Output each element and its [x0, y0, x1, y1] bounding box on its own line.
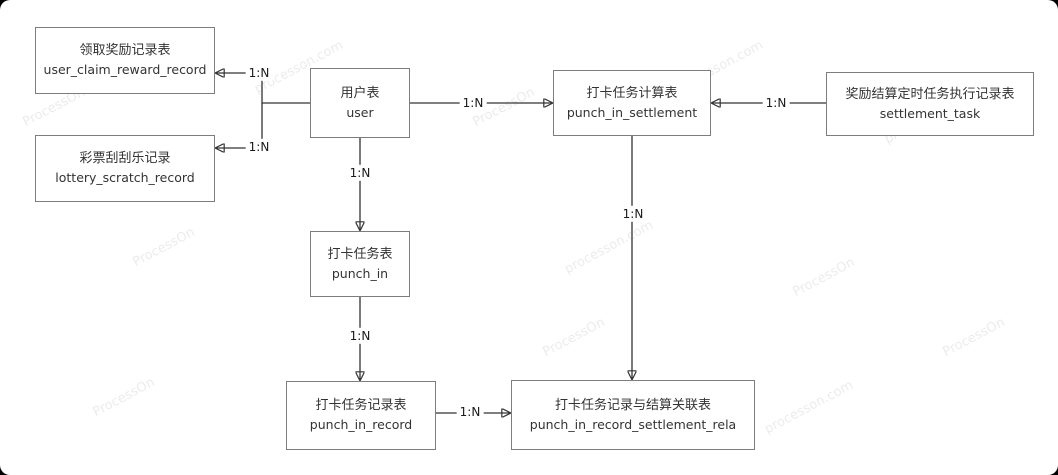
entity-title-cn: 打卡任务记录表	[315, 398, 407, 414]
watermark-text: processon.com	[762, 377, 856, 438]
cardinality-label: 1:N	[245, 64, 273, 82]
entity-title-cn: 打卡任务记录与结算关联表	[554, 397, 711, 413]
entity-title-cn: 打卡任务计算表	[586, 85, 678, 101]
entity-title-en: user	[346, 104, 374, 120]
entity-punch-in-settlement[interactable]: 打卡任务计算表 punch_in_settlement	[553, 70, 711, 136]
entity-title-en: punch_in_record_settlement_rela	[529, 416, 737, 432]
entity-settlement-task[interactable]: 奖励结算定时任务执行记录表 settlement_task	[826, 72, 1034, 136]
entity-title-cn: 打卡任务表	[327, 246, 393, 262]
watermark-text: ProcessOn	[540, 314, 608, 361]
entity-title-cn: 领取奖励记录表	[79, 43, 171, 59]
entity-title-cn: 用户表	[340, 85, 380, 101]
entity-punch-in-record-settlement-rela[interactable]: 打卡任务记录与结算关联表 punch_in_record_settlement_…	[511, 380, 755, 450]
cardinality-label: 1:N	[456, 403, 484, 421]
cardinality-label: 1:N	[346, 327, 374, 345]
cardinality-label: 1:N	[346, 164, 374, 182]
cardinality-label: 1:N	[762, 94, 790, 112]
watermark-text: ProcessOn	[790, 254, 858, 301]
watermark-text: ProcessOn	[130, 224, 198, 271]
entity-title-cn: 奖励结算定时任务执行记录表	[845, 86, 1015, 102]
entity-user[interactable]: 用户表 user	[310, 68, 410, 138]
watermark-text: ProcessOn	[90, 374, 158, 421]
entity-title-cn: 彩票刮刮乐记录	[79, 151, 171, 167]
entity-title-en: settlement_task	[879, 105, 981, 121]
cardinality-label: 1:N	[245, 138, 273, 156]
entity-user-claim-reward-record[interactable]: 领取奖励记录表 user_claim_reward_record	[35, 27, 215, 94]
entity-title-en: punch_in_settlement	[566, 104, 698, 120]
entity-title-en: punch_in	[331, 265, 389, 281]
cardinality-label: 1:N	[459, 94, 487, 112]
watermark-text: processon.com	[562, 217, 656, 278]
entity-punch-in-record[interactable]: 打卡任务记录表 punch_in_record	[286, 381, 436, 450]
entity-punch-in[interactable]: 打卡任务表 punch_in	[310, 231, 410, 297]
watermark-text: ProcessOn	[940, 314, 1008, 361]
entity-title-en: punch_in_record	[309, 417, 413, 433]
entity-lottery-scratch-record[interactable]: 彩票刮刮乐记录 lottery_scratch_record	[35, 135, 215, 202]
entity-title-en: lottery_scratch_record	[55, 170, 195, 186]
entity-title-en: user_claim_reward_record	[43, 62, 207, 78]
cardinality-label: 1:N	[619, 205, 647, 223]
